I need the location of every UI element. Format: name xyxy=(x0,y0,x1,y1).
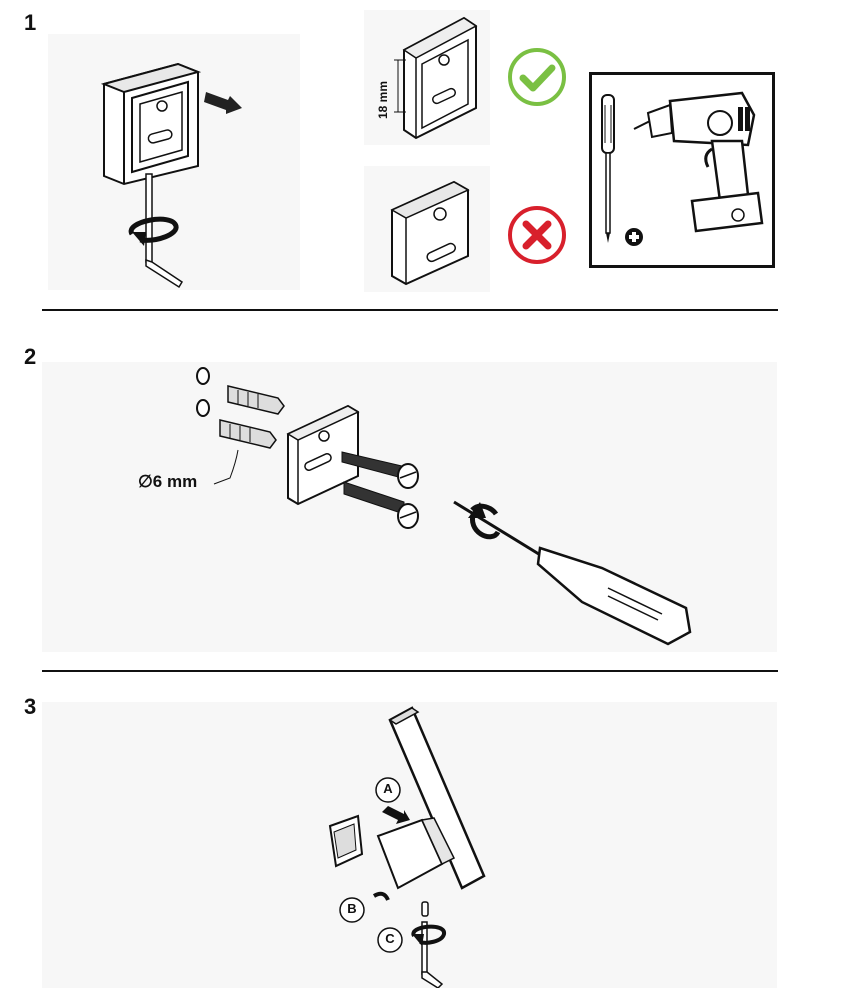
step-1-number: 1 xyxy=(24,10,37,35)
step1-bracket-removal-illustration xyxy=(48,34,300,290)
callout-circle xyxy=(377,927,403,953)
required-tools-box xyxy=(589,72,775,268)
callout-b: B xyxy=(347,901,357,916)
plus-circle-icon xyxy=(625,228,643,246)
dimension-label-18mm: 18 mm xyxy=(376,80,390,120)
wall-bracket-icon xyxy=(286,404,360,506)
arrow-icon xyxy=(382,806,410,824)
washer-icon xyxy=(196,367,210,385)
washer-icon xyxy=(196,399,210,417)
check-circle-icon xyxy=(506,46,568,108)
step3-hang-product-illustration xyxy=(42,702,777,988)
wall-plug-icon xyxy=(227,385,285,415)
step-3-number: 3 xyxy=(24,694,37,719)
screwdriver-icon xyxy=(453,500,692,646)
callout-circle xyxy=(339,897,365,923)
section-divider-1 xyxy=(42,309,778,311)
drill-diameter-label: ∅6 mm xyxy=(138,472,198,491)
step1-wrong-bracket-illustration xyxy=(364,166,490,292)
step2-wall-mounting-illustration xyxy=(42,362,777,652)
arrow-icon xyxy=(372,891,390,901)
callout-c: C xyxy=(385,931,395,946)
step1-correct-bracket-illustration xyxy=(364,10,490,145)
wall-bracket-icon xyxy=(328,814,364,868)
cross-circle-icon xyxy=(506,204,568,266)
step-2-number: 2 xyxy=(24,344,37,369)
screw-icon xyxy=(343,481,419,529)
screwdriver-icon xyxy=(601,94,615,243)
wall-plug-icon xyxy=(219,419,277,449)
screw-icon xyxy=(341,451,419,489)
callout-a: A xyxy=(383,781,393,796)
hex-key-icon xyxy=(411,921,446,988)
drill-icon xyxy=(633,91,764,233)
callout-circle xyxy=(375,777,401,803)
section-divider-2 xyxy=(42,670,778,672)
